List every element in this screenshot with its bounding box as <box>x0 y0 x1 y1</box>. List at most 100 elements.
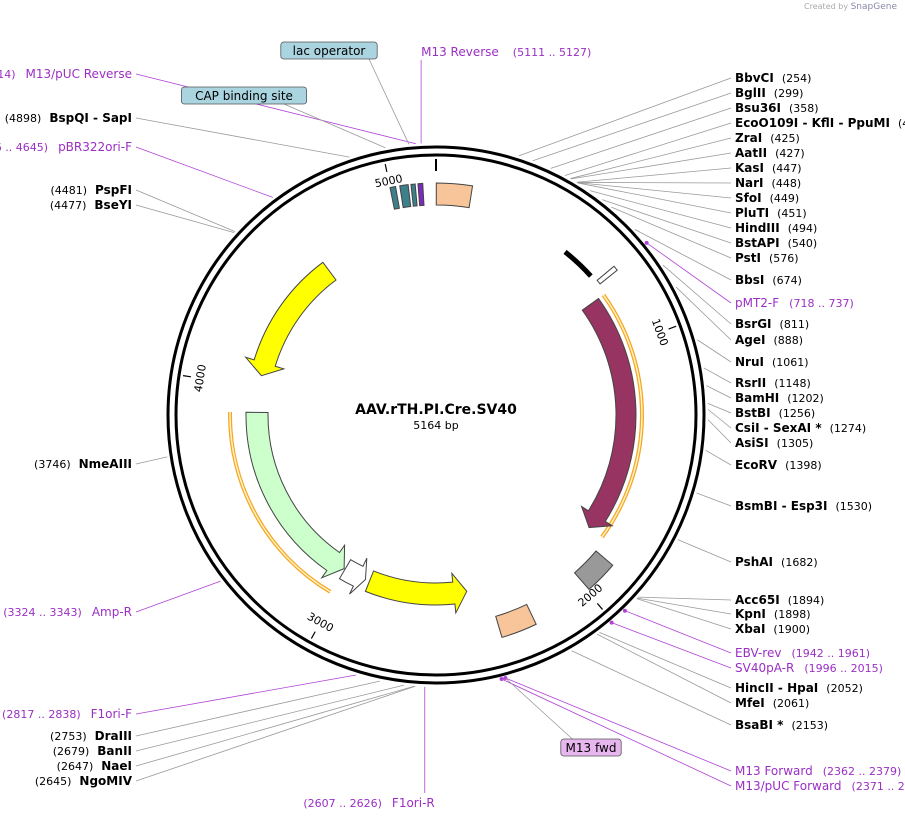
enzyme-leader-line <box>577 182 732 199</box>
primer-leader-line <box>611 622 732 669</box>
enzyme-position: (1148) <box>774 377 811 390</box>
enzyme-position: (2061) <box>773 697 810 710</box>
box-leader-line <box>283 103 386 149</box>
enzyme-label-bstapi: BstAPI(540) <box>735 236 817 250</box>
label-box-m13-fwd <box>560 738 622 757</box>
enzyme-leader-line <box>570 152 732 180</box>
primer-name: F1ori-R <box>392 796 435 810</box>
label-box-text-lac-operator: lac operator <box>293 44 366 58</box>
enzyme-label-ecorv: EcoRV(1398) <box>735 458 822 472</box>
enzyme-name: BamHI <box>735 391 779 405</box>
credit-brand: SnapGene <box>850 2 897 12</box>
enzyme-label-bstbi: BstBI(1256) <box>735 406 815 420</box>
primer-site-mark <box>609 620 614 625</box>
enzyme-leader-line <box>602 199 732 244</box>
enzyme-leader-line <box>706 385 732 399</box>
credit-prefix: Created by <box>804 2 849 11</box>
enzyme-name: NgoMIV <box>79 774 132 788</box>
feature-m13-rev <box>417 182 425 207</box>
primer-name: M13/pUC Reverse <box>26 67 133 81</box>
enzyme-position: (1682) <box>781 556 818 569</box>
enzyme-position: (299) <box>774 87 804 100</box>
enzyme-leader-line <box>571 650 732 726</box>
enzyme-label-acc65i: Acc65I(1894) <box>735 593 824 607</box>
enzyme-name: BbvCI <box>735 71 774 85</box>
enzyme-name: XbaI <box>735 622 765 636</box>
primer-name: SV40pA-R <box>735 661 794 675</box>
tick-mark <box>668 325 677 330</box>
enzyme-position: (674) <box>772 274 802 287</box>
primer-label-f1ori-f: (2817 .. 2838)F1ori-F <box>2 707 132 721</box>
enzyme-position: (4898) <box>5 112 42 125</box>
feature-aav2-itr <box>495 603 537 639</box>
feature-sv40-poly-a-signal <box>573 550 614 591</box>
enzyme-leader-line <box>135 117 350 158</box>
tick-mark <box>384 163 388 173</box>
enzyme-position: (254) <box>782 72 812 85</box>
enzyme-name: BglII <box>735 86 766 100</box>
primer-range: (5092 .. 5114) <box>0 68 16 81</box>
orange-annotation-arc-inner <box>229 411 331 593</box>
feature-cap-binding-site <box>389 185 400 210</box>
enzyme-name: PstI <box>735 251 761 265</box>
enzyme-leader-line <box>634 229 732 281</box>
enzyme-name: Bsu36I <box>735 101 781 115</box>
enzyme-name: KasI <box>735 161 764 175</box>
enzyme-label-sfoi: SfoI (449) <box>735 191 799 205</box>
enzyme-position: (494) <box>788 222 818 235</box>
enzyme-label-pshai: PshAI(1682) <box>735 555 818 569</box>
primer-range: (5111 .. 5127) <box>513 46 592 59</box>
snapgene-credit: Created by SnapGene <box>804 2 897 12</box>
primer-label-m13-forward: M13 Forward(2362 .. 2379) <box>735 764 901 778</box>
tick-label: 1000 <box>649 317 671 348</box>
primer-leader-line <box>624 610 732 654</box>
enzyme-label-pspfi: (4481)PspFI <box>50 183 132 197</box>
enzyme-label-bsabi: BsaBI *(2153) <box>735 718 828 732</box>
primer-leader-line <box>505 677 732 772</box>
enzyme-leader-line <box>577 182 732 184</box>
enzyme-name: RsrII <box>735 376 766 390</box>
enzyme-position: (2052) <box>826 682 863 695</box>
enzyme-position: (1256) <box>779 407 816 420</box>
primer-name: Amp-R <box>92 605 132 619</box>
enzyme-label-banii: (2679)BanII <box>53 744 132 758</box>
enzyme-position: (449) <box>770 192 800 205</box>
label-box-text-cap-binding-site: CAP binding site <box>195 89 293 103</box>
primer-label-pmt2-f: pMT2-F(718 .. 737) <box>735 296 854 310</box>
enzyme-label-zrai: ZraI(425) <box>735 131 800 145</box>
feature-ampr <box>245 411 346 579</box>
primer-range: (718 .. 737) <box>789 297 854 310</box>
label-box-text-m13-fwd: M13 fwd <box>566 741 617 755</box>
primer-range: (2371 .. 2393) <box>852 780 905 793</box>
enzyme-leader-line <box>662 264 732 325</box>
enzyme-leader-line <box>135 685 415 767</box>
enzyme-name: NaeI <box>101 759 132 773</box>
labels-group: BbvCI(254)BglII(299)Bsu36I(358)EcoO109I … <box>0 41 905 810</box>
enzyme-leader-line <box>707 419 732 444</box>
enzyme-label-ngomiv: (2645)NgoMIV <box>35 774 133 788</box>
enzyme-leader-line <box>570 137 732 179</box>
enzyme-label-bsu36i: Bsu36I(358) <box>735 101 819 115</box>
enzyme-leader-line <box>677 539 732 563</box>
enzyme-position: (427) <box>775 147 805 160</box>
enzyme-name: BseYI <box>94 198 132 212</box>
features-group <box>228 182 644 639</box>
enzyme-name: BsrGI <box>735 317 772 331</box>
tick-mark <box>182 375 192 378</box>
enzyme-leader-line <box>564 122 732 176</box>
enzyme-name: NmeAIII <box>79 457 132 471</box>
enzyme-leader-line <box>707 409 732 429</box>
enzyme-name: SfoI <box>735 191 762 205</box>
enzyme-label-asisi: AsiSI(1305) <box>735 436 813 450</box>
enzyme-position: (576) <box>769 252 799 265</box>
enzyme-label-nari: NarI(448) <box>735 176 801 190</box>
primer-name: F1ori-F <box>91 707 132 721</box>
enzyme-label-nmeaiii: (3746)NmeAIII <box>34 457 132 471</box>
enzyme-label-xbai: XbaI(1900) <box>735 622 810 636</box>
enzyme-name: BanII <box>97 744 132 758</box>
primer-range: (2362 .. 2379) <box>823 765 902 778</box>
primer-leader-line <box>135 580 221 613</box>
enzyme-leader-line <box>636 598 732 630</box>
enzyme-name: BstAPI <box>735 236 780 250</box>
